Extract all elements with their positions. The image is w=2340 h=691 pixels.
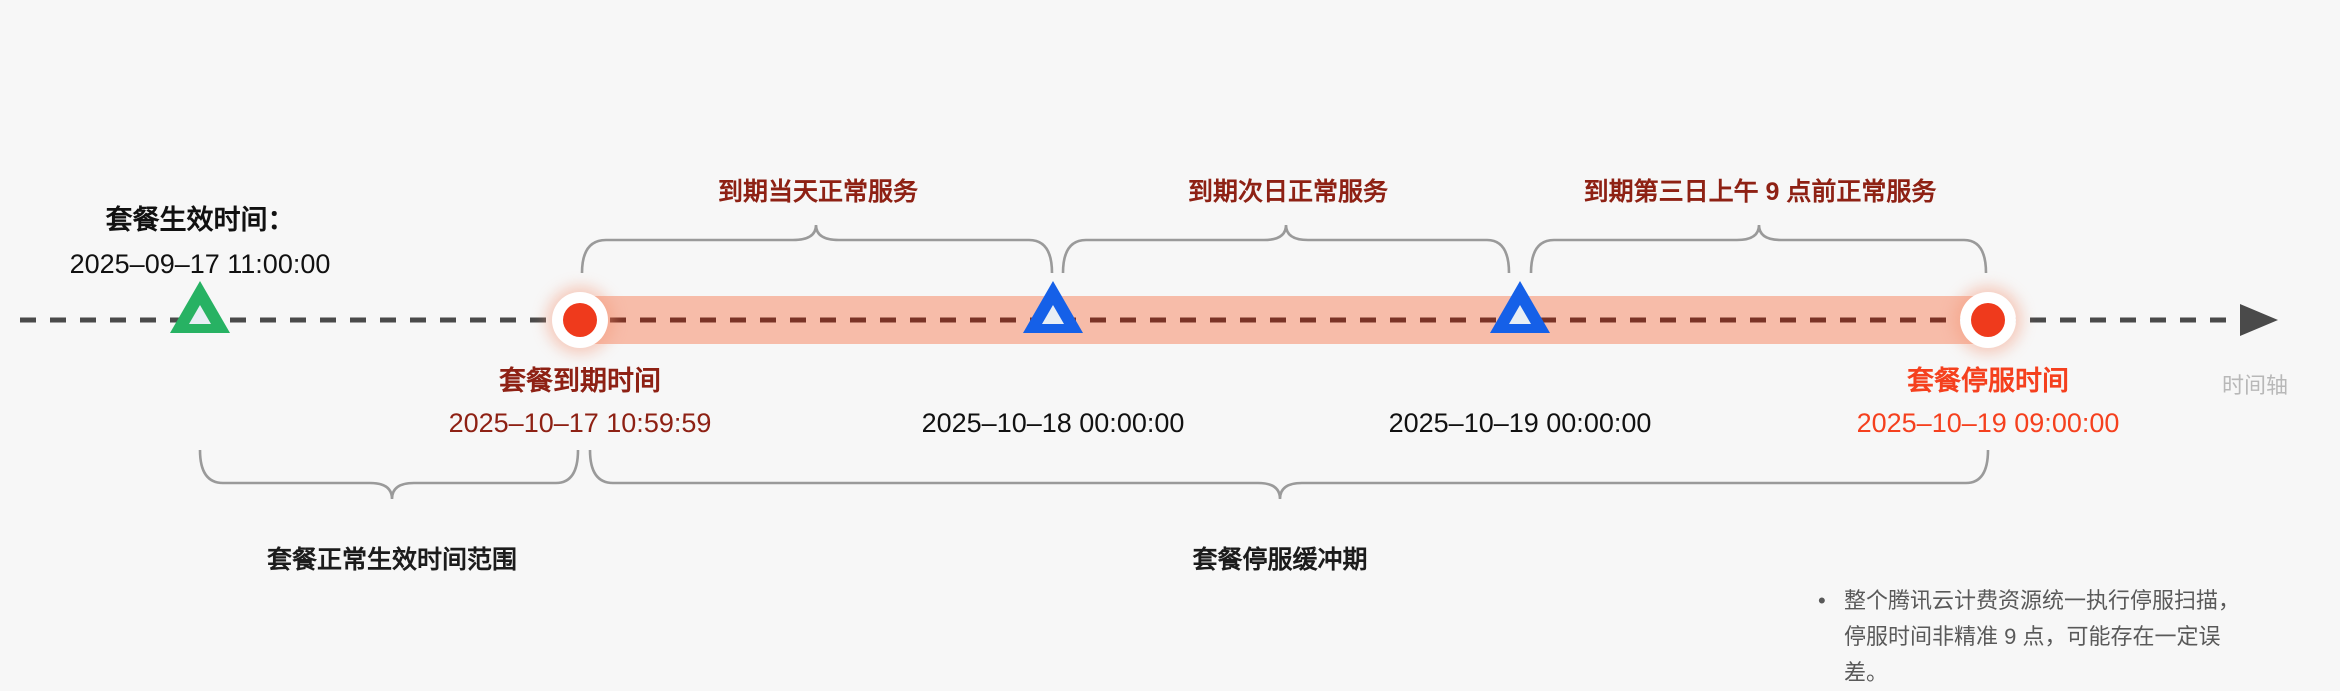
- label-next-day-time: 2025–10–18 00:00:00: [921, 408, 1185, 438]
- top-brace-label-1: 到期当天正常服务: [717, 178, 919, 206]
- label-package-expire: 套餐到期时间 2025–10–17 10:59:59: [449, 360, 712, 444]
- label-package-stop-title: 套餐停服时间: [1906, 366, 2069, 396]
- circle-red-icon: [552, 292, 608, 348]
- triangle-up-green-icon: [170, 281, 230, 333]
- top-brace-label-3: 到期第三日上午 9 点前正常服务: [1583, 178, 1937, 206]
- label-next-day: 2025–10–18 00:00:00: [922, 402, 1185, 444]
- axis-name-label: 时间轴: [2221, 373, 2289, 398]
- top-brace-3: [1529, 224, 1988, 274]
- circle-red-core: [1971, 303, 2005, 337]
- label-package-start-time: 2025–09–17 11:00:00: [69, 249, 331, 279]
- label-third-day-time: 2025–10–19 00:00:00: [1388, 408, 1652, 438]
- marker-package-stop[interactable]: [1960, 292, 2016, 348]
- bottom-brace-1: [198, 449, 580, 500]
- triangle-up-blue-icon: [1490, 281, 1550, 333]
- label-package-start: 套餐生效时间： 2025–09–17 11:00:00: [70, 198, 331, 286]
- label-third-day: 2025–10–19 00:00:00: [1389, 402, 1652, 444]
- service-buffer-band: [580, 296, 1990, 344]
- footnote-note: • 整个腾讯云计费资源统一执行停服扫描，停服时间非精准 9 点，可能存在一定误差…: [1818, 583, 2248, 691]
- circle-red-core: [563, 303, 597, 337]
- label-package-expire-title: 套餐到期时间: [498, 366, 661, 396]
- label-package-stop-time: 2025–10–19 09:00:00: [1856, 408, 2120, 438]
- top-brace-1: [580, 224, 1054, 274]
- triangle-up-blue-icon: [1023, 281, 1083, 333]
- footnote-bullet-icon: •: [1818, 588, 1826, 613]
- label-package-expire-time: 2025–10–17 10:59:59: [448, 408, 712, 438]
- top-brace-2: [1061, 224, 1511, 274]
- marker-next-day[interactable]: [1023, 281, 1083, 333]
- bottom-brace-2: [588, 449, 1990, 500]
- timeline-arrow-icon: [2240, 304, 2278, 336]
- label-package-start-title: 套餐生效时间：: [105, 205, 295, 235]
- label-package-stop: 套餐停服时间 2025–10–19 09:00:00: [1857, 360, 2120, 444]
- bottom-brace-label-1: 套餐正常生效时间范围: [266, 546, 518, 574]
- marker-package-start[interactable]: [170, 281, 230, 333]
- bottom-brace-label-2: 套餐停服缓冲期: [1192, 546, 1368, 574]
- footnote-text: 整个腾讯云计费资源统一执行停服扫描，停服时间非精准 9 点，可能存在一定误差。: [1844, 588, 2241, 685]
- circle-red-icon: [1960, 292, 2016, 348]
- marker-package-expire[interactable]: [552, 292, 608, 348]
- marker-third-day[interactable]: [1490, 281, 1550, 333]
- top-brace-label-2: 到期次日正常服务: [1187, 178, 1389, 206]
